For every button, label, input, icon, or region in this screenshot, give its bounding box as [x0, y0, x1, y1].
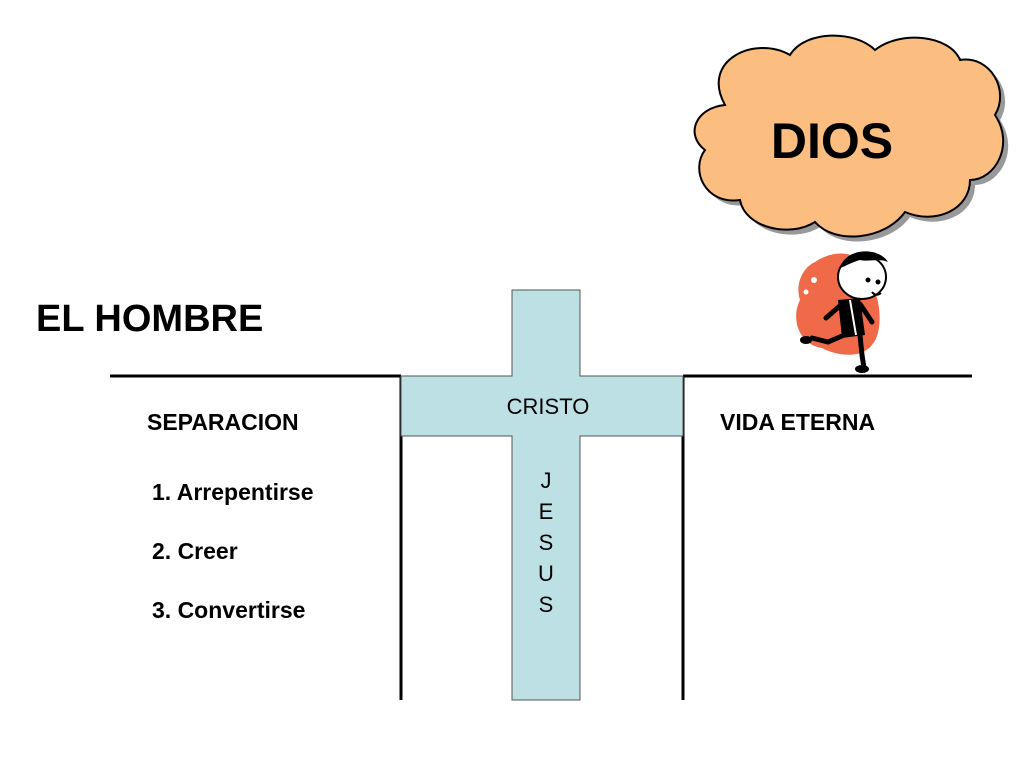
step-item: 1. Arrepentirse — [152, 479, 314, 505]
cross-letter: J — [541, 468, 552, 493]
eternal-life-heading: VIDA ETERNA — [720, 409, 876, 435]
separation-heading: SEPARACION — [147, 409, 299, 435]
god-label: DIOS — [771, 113, 893, 169]
step-item: 2. Creer — [152, 538, 238, 564]
figure-body — [838, 298, 865, 338]
cross-letter: S — [539, 592, 554, 617]
cross-letter: E — [539, 499, 554, 524]
cross-crossbar-label: CRISTO — [507, 394, 590, 419]
cross-letter: S — [539, 530, 554, 555]
step-item: 3. Convertirse — [152, 597, 306, 623]
cross-letter: U — [538, 561, 554, 586]
page-title: EL HOMBRE — [36, 298, 264, 340]
cloud-body — [693, 34, 1005, 238]
running-man-icon — [796, 251, 888, 373]
cloud-icon: DIOS — [693, 34, 1009, 242]
cross: CRISTO J E S U S — [400, 289, 684, 701]
cross-shape — [400, 289, 684, 701]
